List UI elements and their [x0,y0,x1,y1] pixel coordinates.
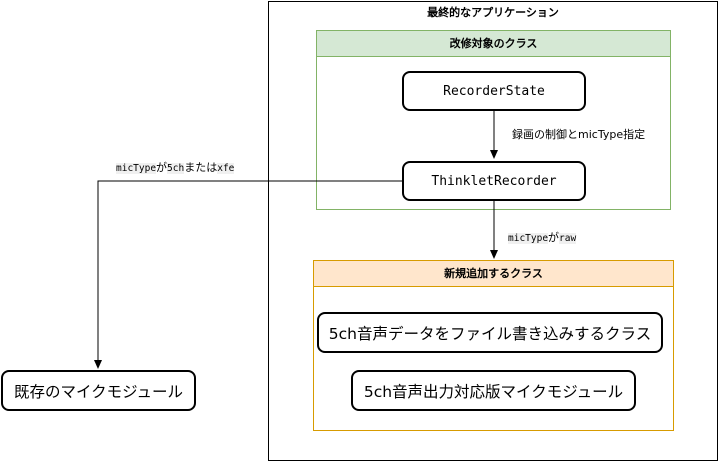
target-class-group-title: 改修対象のクラス [317,31,670,57]
code-mictype: micType [116,163,157,174]
application-title: 最終的なアプリケーション [427,6,559,19]
new-class-group-title: 新規追加するクラス [314,261,673,287]
recorder-state-node[interactable]: RecorderState [402,71,586,111]
text-ga-raw: が [548,231,560,244]
code-mictype-raw: micType [508,233,549,244]
target-class-group: 改修対象のクラス [316,30,671,210]
thinklet-recorder-node[interactable]: ThinkletRecorder [402,161,586,201]
edge-label-mictype-raw: micTypeがraw [508,231,577,246]
edge-label-recording-control: 録画の制御とmicType指定 [512,128,646,142]
existing-mic-module-node[interactable]: 既存のマイクモジュール [1,370,196,411]
five-channel-mic-module-node[interactable]: 5ch音声出力対応版マイクモジュール [351,370,636,411]
text-matawa: または [184,161,218,174]
edge-label-mictype-5ch-xfe: micTypeが5chまたはxfe [116,161,235,176]
code-raw: raw [559,233,577,244]
code-5ch: 5ch [167,163,185,174]
edge-recorder-to-existing [94,180,402,369]
five-channel-writer-node[interactable]: 5ch音声データをファイル書き込みするクラス [317,312,663,353]
text-ga: が [156,161,168,174]
code-xfe: xfe [217,163,235,174]
